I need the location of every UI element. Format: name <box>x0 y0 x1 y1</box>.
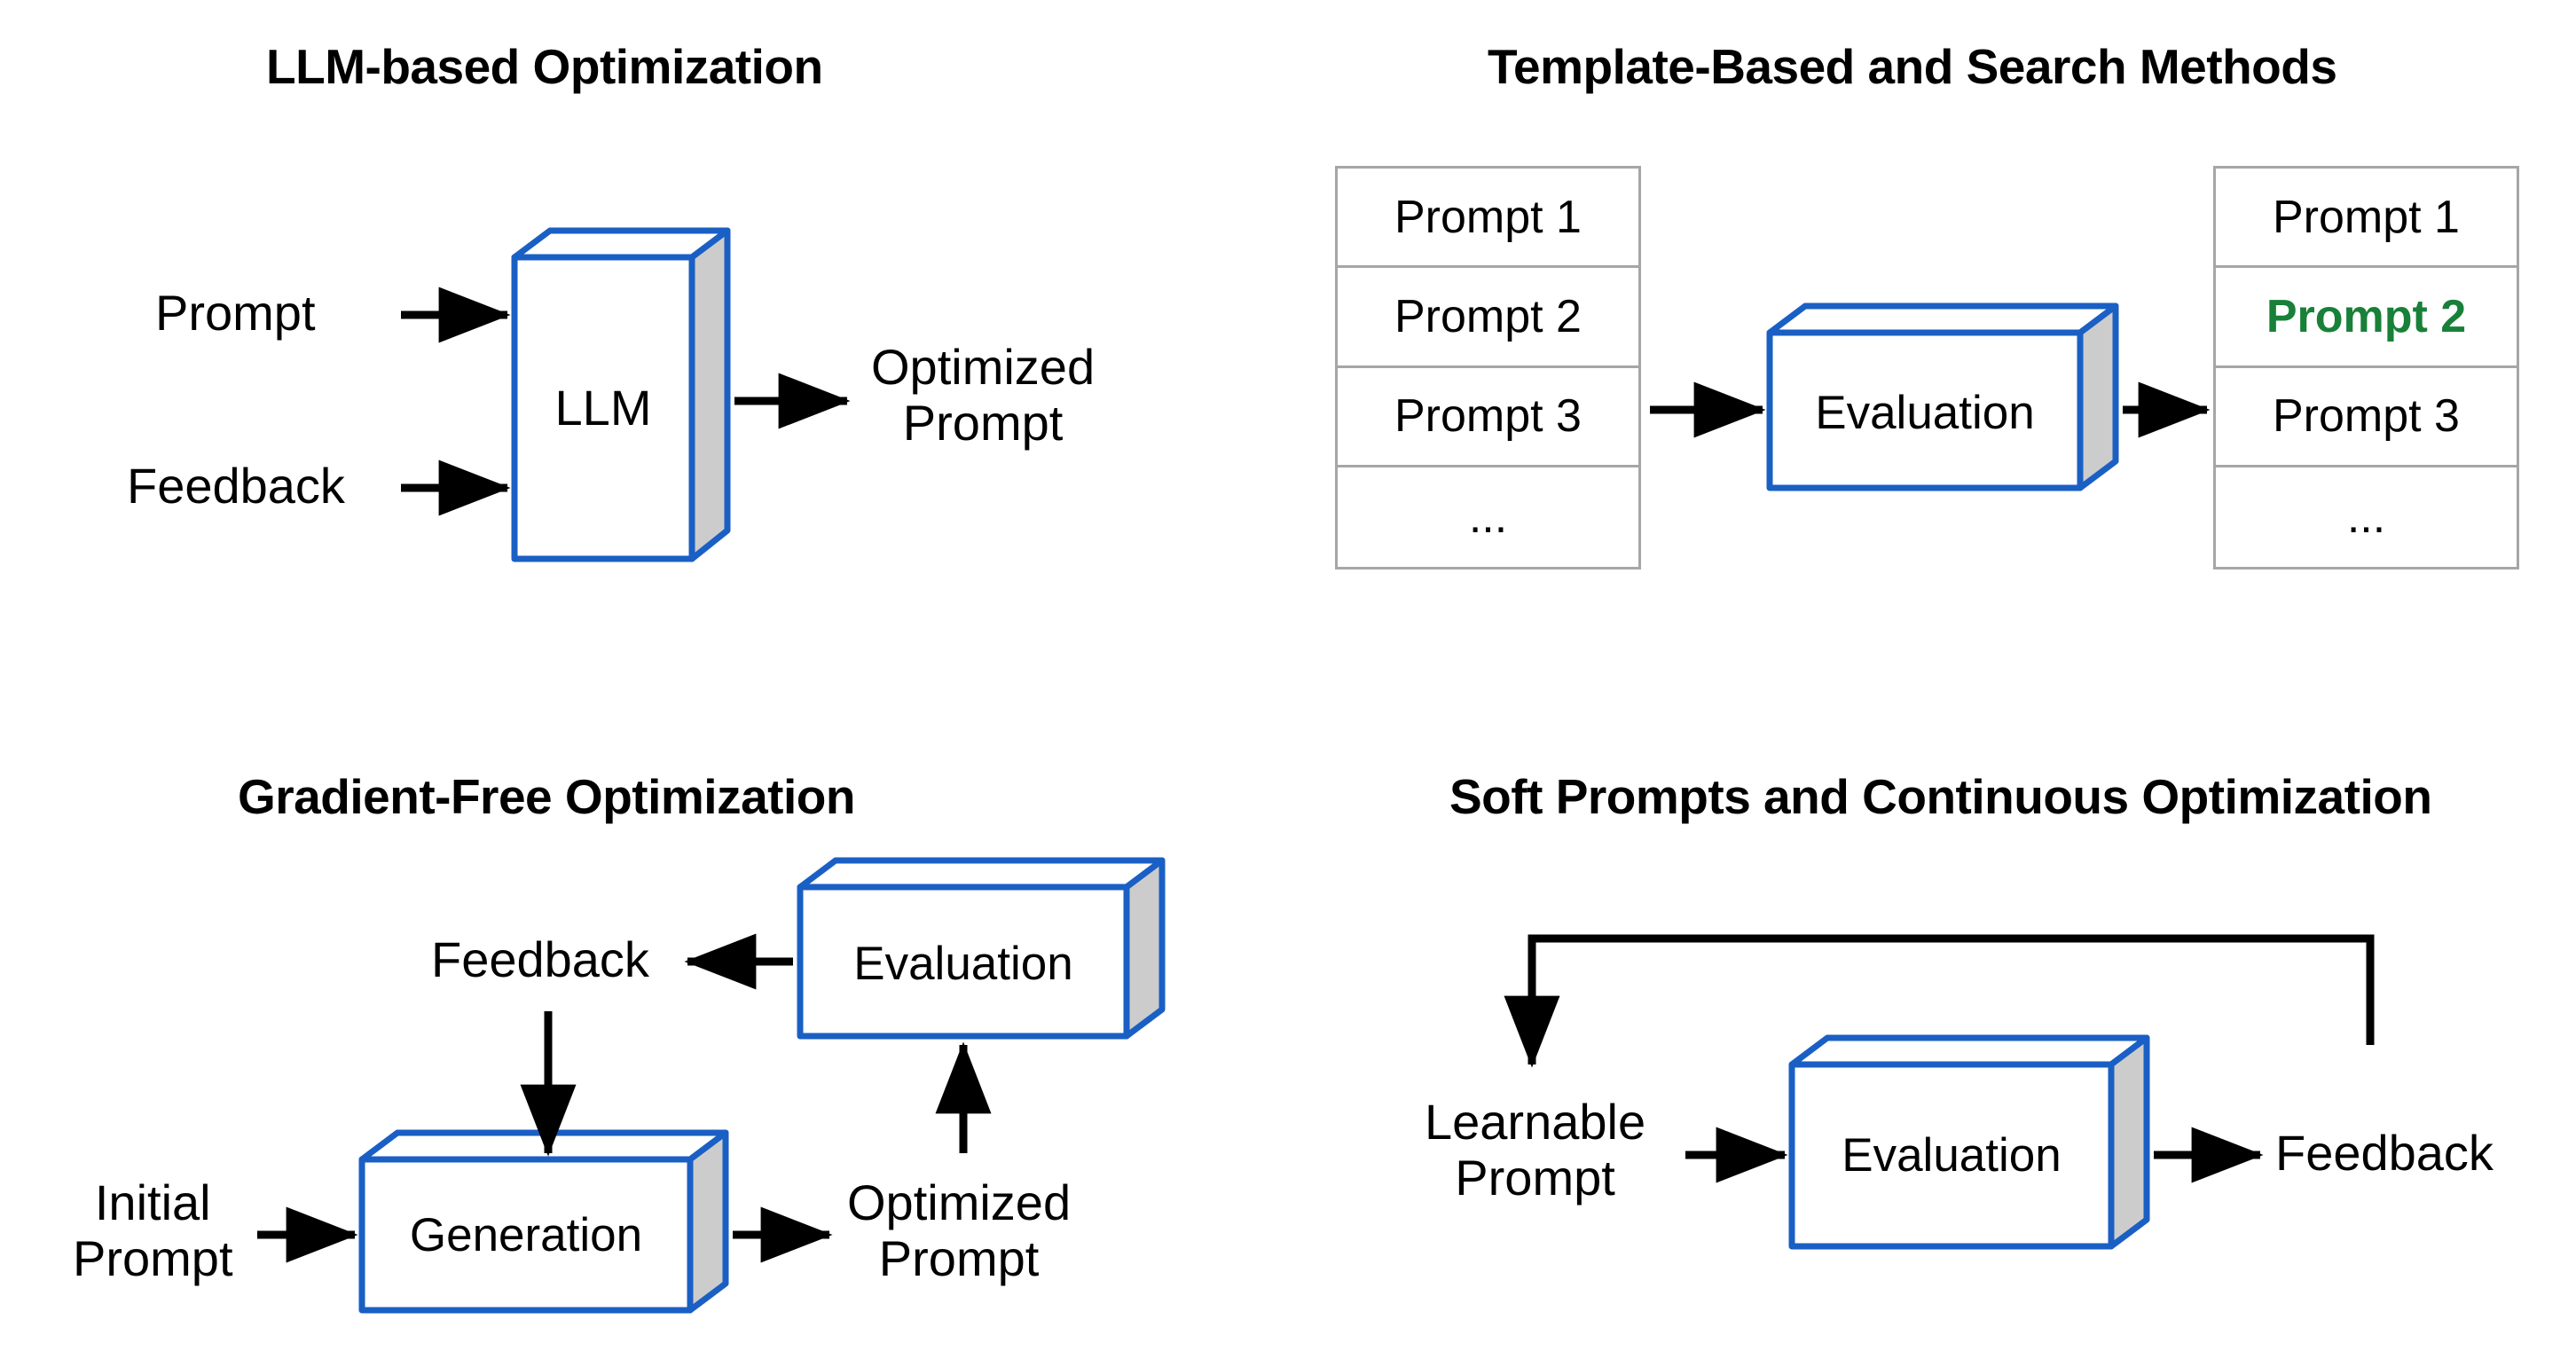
llm-node-label: LLM <box>554 380 652 436</box>
prompt-row-ellipsis: ... <box>2346 491 2386 543</box>
evaluation-node-label-panel3: Evaluation <box>853 938 1073 990</box>
prompt-row-label-selected: Prompt 2 <box>2266 290 2467 342</box>
prompt-row-label: Prompt 2 <box>1394 290 1582 342</box>
table-row[interactable]: Prompt 1 <box>2216 169 2517 269</box>
table-row[interactable]: ... <box>2216 467 2517 567</box>
learnable-prompt-label: Learnable Prompt <box>1425 1094 1646 1206</box>
candidate-prompt-table: Prompt 1 Prompt 2 Prompt 3 ... <box>1335 166 1641 569</box>
table-row[interactable]: Prompt 3 <box>1338 368 1638 467</box>
panel-title-llm-based-optimization: LLM-based Optimization <box>266 39 823 94</box>
panel-title-soft-prompts-and-continuous-optimization: Soft Prompts and Continuous Optimization <box>1449 769 2432 824</box>
feedback-input-label: Feedback <box>127 458 345 514</box>
panel-title-template-based-and-search-methods: Template-Based and Search Methods <box>1488 39 2337 94</box>
optimized-prompt-output-label: Optimized Prompt <box>871 339 1096 451</box>
prompt-row-label: Prompt 1 <box>2273 191 2460 243</box>
feedback-loop-arrow <box>1504 934 2375 1068</box>
optimized-prompt-label-panel3: Optimized Prompt <box>847 1174 1072 1286</box>
table-row[interactable]: ... <box>1338 467 1638 567</box>
initial-prompt-label: Initial Prompt <box>73 1174 233 1286</box>
table-row[interactable]: Prompt 1 <box>1338 169 1638 269</box>
evaluation-node-label-panel4: Evaluation <box>1842 1129 2062 1182</box>
table-row-selected[interactable]: Prompt 2 <box>2216 268 2517 368</box>
feedback-label-panel4: Feedback <box>2275 1125 2494 1181</box>
prompt-row-ellipsis: ... <box>1468 491 1508 543</box>
selected-prompt-table: Prompt 1 Prompt 2 Prompt 3 ... <box>2213 166 2519 569</box>
panel-title-gradient-free-optimization: Gradient-Free Optimization <box>238 769 855 824</box>
table-row[interactable]: Prompt 2 <box>1338 268 1638 368</box>
table-row[interactable]: Prompt 3 <box>2216 368 2517 467</box>
evaluation-node-label-panel2: Evaluation <box>1815 387 2035 439</box>
prompt-row-label: Prompt 3 <box>1394 390 1582 443</box>
prompt-row-label: Prompt 1 <box>1394 191 1582 243</box>
generation-node-label: Generation <box>409 1209 643 1261</box>
feedback-label-panel3: Feedback <box>431 931 649 987</box>
prompt-input-label: Prompt <box>155 285 316 341</box>
prompt-row-label: Prompt 3 <box>2273 390 2460 443</box>
